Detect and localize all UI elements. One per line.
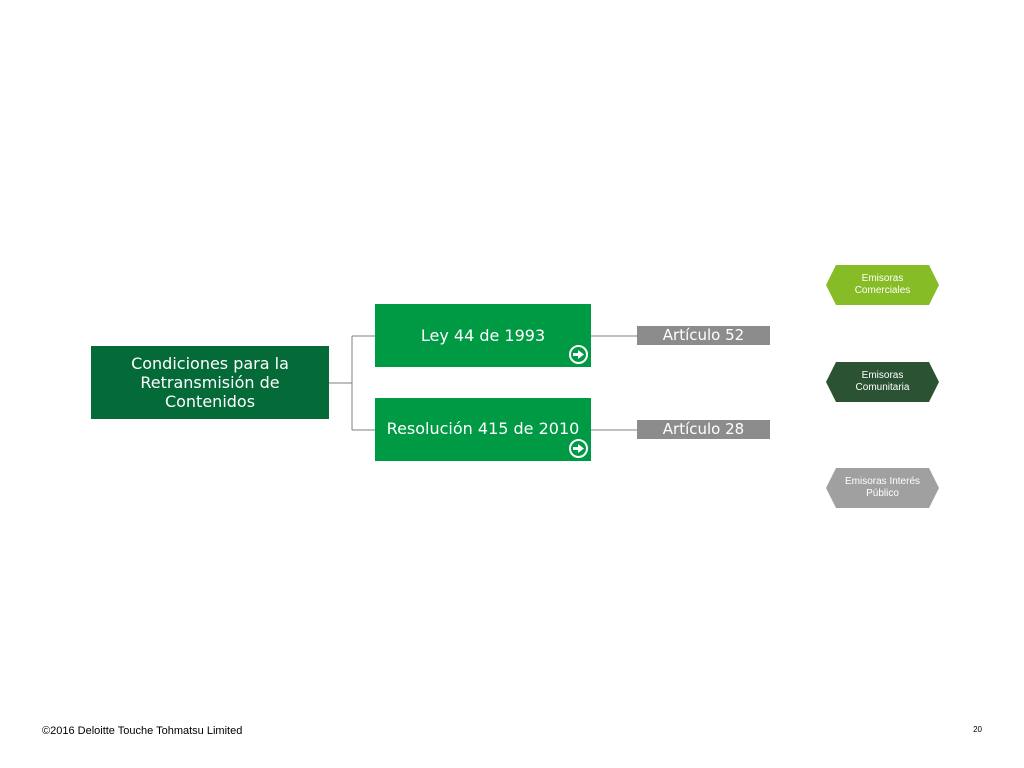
- hexagon-fill: [826, 362, 939, 402]
- law-node-label: Resolución 415 de 2010: [386, 419, 580, 438]
- root-node-label: Condiciones para la Retransmisión de Con…: [131, 354, 289, 411]
- hexagon-shape: [826, 265, 939, 305]
- law-node-2[interactable]: Resolución 415 de 2010: [375, 398, 591, 461]
- hexagon-shape: [826, 468, 939, 508]
- article-node-2: Artículo 28: [637, 420, 770, 439]
- root-node: Condiciones para la Retransmisión de Con…: [91, 346, 329, 419]
- category-label: Emisoras Comerciales: [854, 273, 911, 296]
- category-interes-publico[interactable]: Emisoras Interés Público: [826, 468, 939, 508]
- article-node-1: Artículo 52: [637, 326, 770, 345]
- category-label: Emisoras Interés Público: [844, 476, 921, 499]
- law-node-1[interactable]: Ley 44 de 1993: [375, 304, 591, 367]
- arrow-right-circle-icon[interactable]: [569, 345, 588, 364]
- category-comunitaria[interactable]: Emisoras Comunitaria: [826, 362, 939, 402]
- category-label: Emisoras Comunitaria: [855, 370, 910, 393]
- hexagon-fill: [826, 468, 939, 508]
- hexagon-fill: [826, 265, 939, 305]
- article-node-label: Artículo 52: [662, 326, 745, 344]
- article-node-label: Artículo 28: [662, 420, 745, 438]
- arrow-right-circle-icon[interactable]: [569, 439, 588, 458]
- footer-copyright: ©2016 Deloitte Touche Tohmatsu Limited: [42, 725, 243, 737]
- category-comerciales[interactable]: Emisoras Comerciales: [826, 265, 939, 305]
- page-number: 20: [973, 725, 982, 734]
- law-node-label: Ley 44 de 1993: [420, 326, 546, 345]
- hexagon-shape: [826, 362, 939, 402]
